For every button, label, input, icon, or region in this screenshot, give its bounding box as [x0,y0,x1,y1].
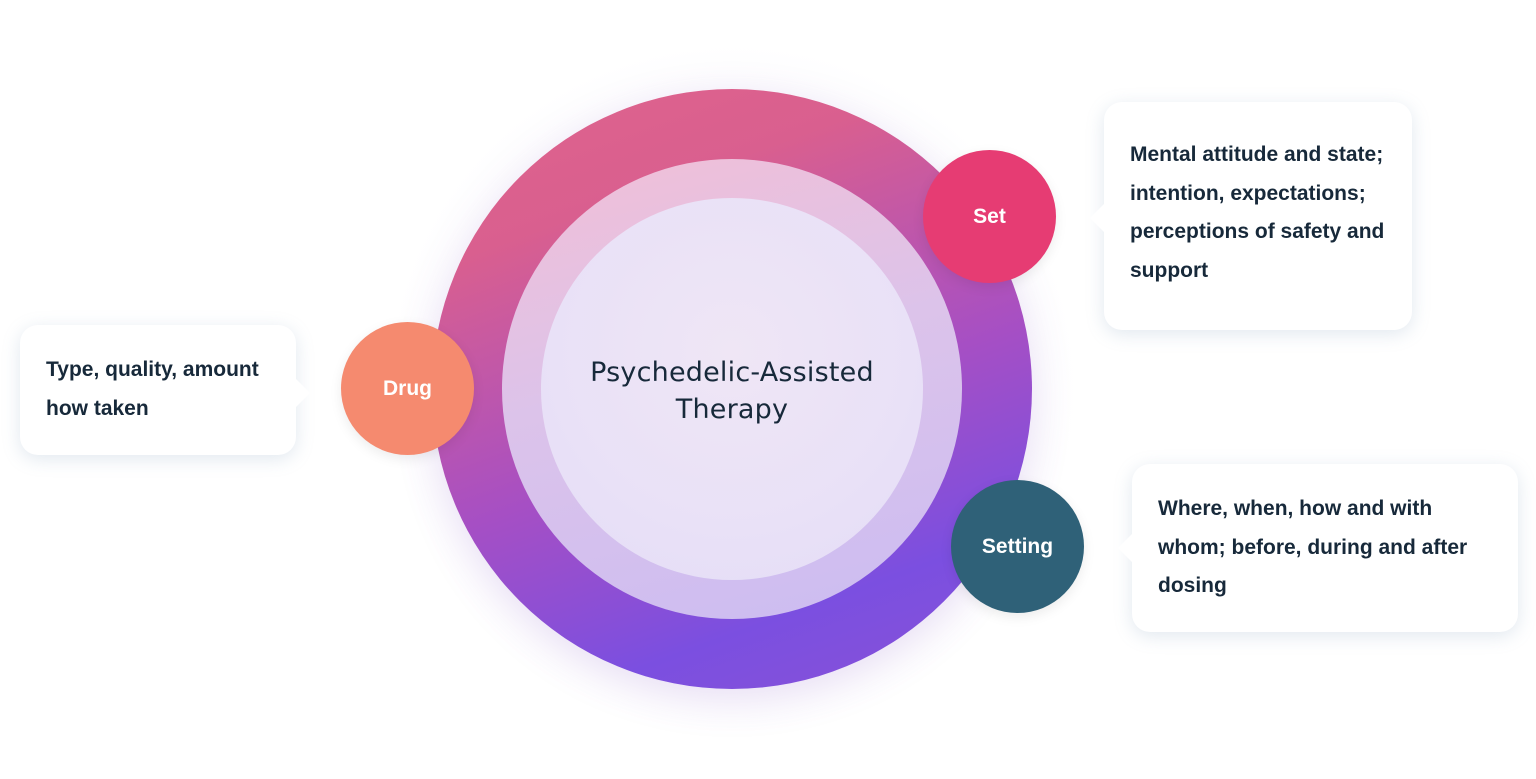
set-node-label: Set [973,204,1006,228]
drug-node: Drug [341,322,474,455]
set-description-line: intention, expectations; [1130,181,1366,205]
bubble-pointer [1090,204,1104,232]
drug-node-label: Drug [383,376,432,400]
set-description-bubble: Mental attitude and state; intention, ex… [1090,102,1412,330]
setting-description-bubble: Where, when, how and with whom; before, … [1118,464,1518,632]
set-description-line: Mental attitude and state; [1130,143,1384,166]
inner-circle [541,198,923,580]
center-title-line-2: Therapy [675,394,789,425]
setting-description-line: Where, when, how and with [1158,497,1433,520]
center-title-line-1: Psychedelic-Assisted [590,357,874,388]
bubble-pointer [1118,534,1132,562]
drug-description-line: how taken [46,396,149,420]
setting-node-label: Setting [981,534,1054,558]
drug-description-bubble: Type, quality, amount how taken [20,325,310,455]
set-description-line: support [1130,258,1209,282]
center-title: Psychedelic-Assisted Therapy [541,354,923,428]
setting-description-line: dosing [1158,574,1227,597]
bubble-pointer [296,379,310,407]
drug-description-line: Type, quality, amount [46,358,259,381]
setting-description-line: whom; before, during and after [1158,535,1468,559]
setting-node: Setting [951,480,1084,613]
set-description-line: perceptions of safety and [1130,220,1385,243]
set-node: Set [923,150,1056,283]
